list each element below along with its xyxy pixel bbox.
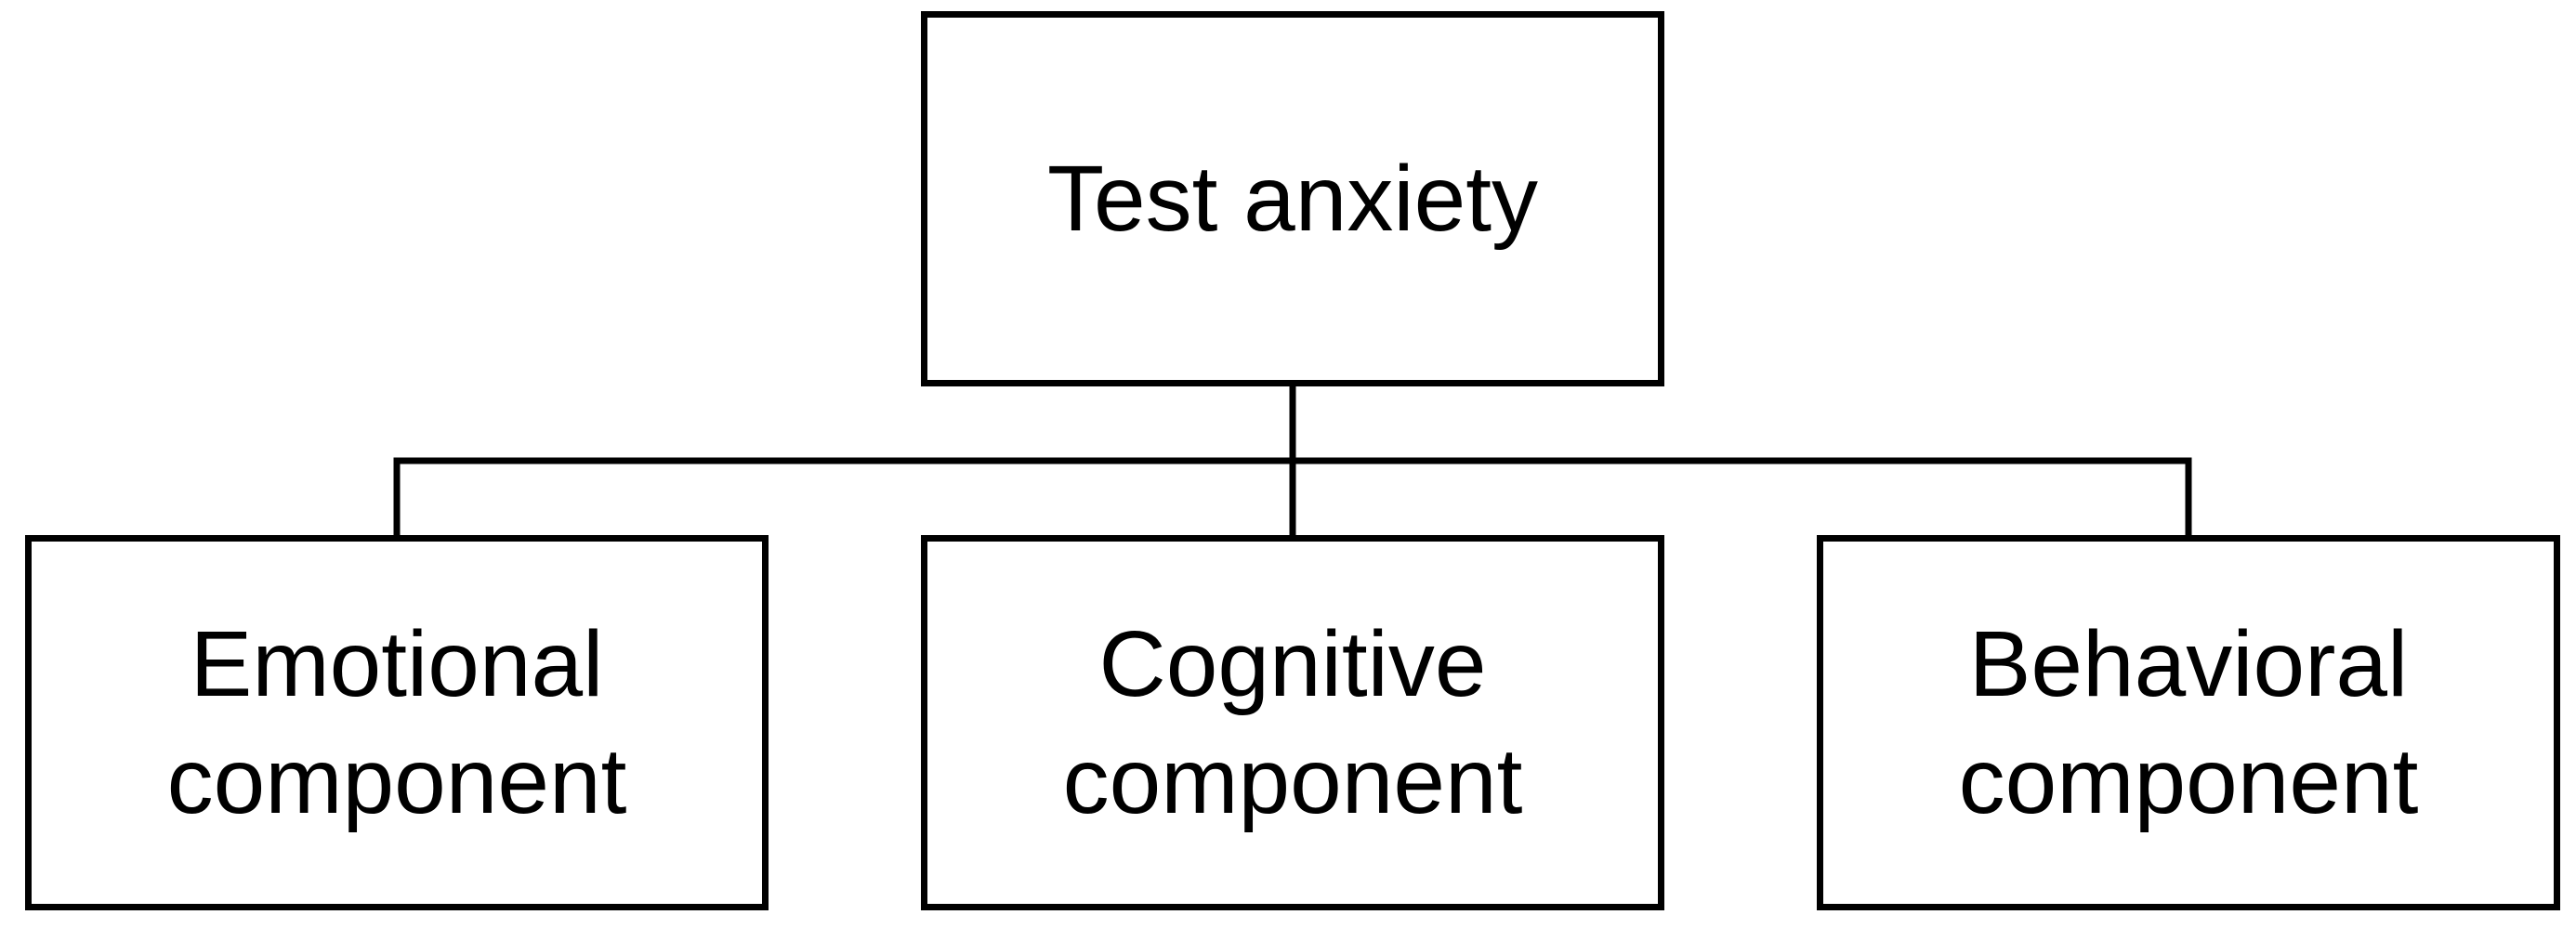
node-label: Cognitive component (1062, 612, 1523, 833)
node-behavioral-component: Behavioral component (1817, 535, 2560, 910)
node-test-anxiety: Test anxiety (921, 11, 1664, 386)
node-label: Test anxiety (1046, 147, 1539, 251)
node-label: Emotional component (166, 612, 627, 833)
node-emotional-component: Emotional component (25, 535, 769, 910)
node-cognitive-component: Cognitive component (921, 535, 1664, 910)
node-label: Behavioral component (1958, 612, 2419, 833)
